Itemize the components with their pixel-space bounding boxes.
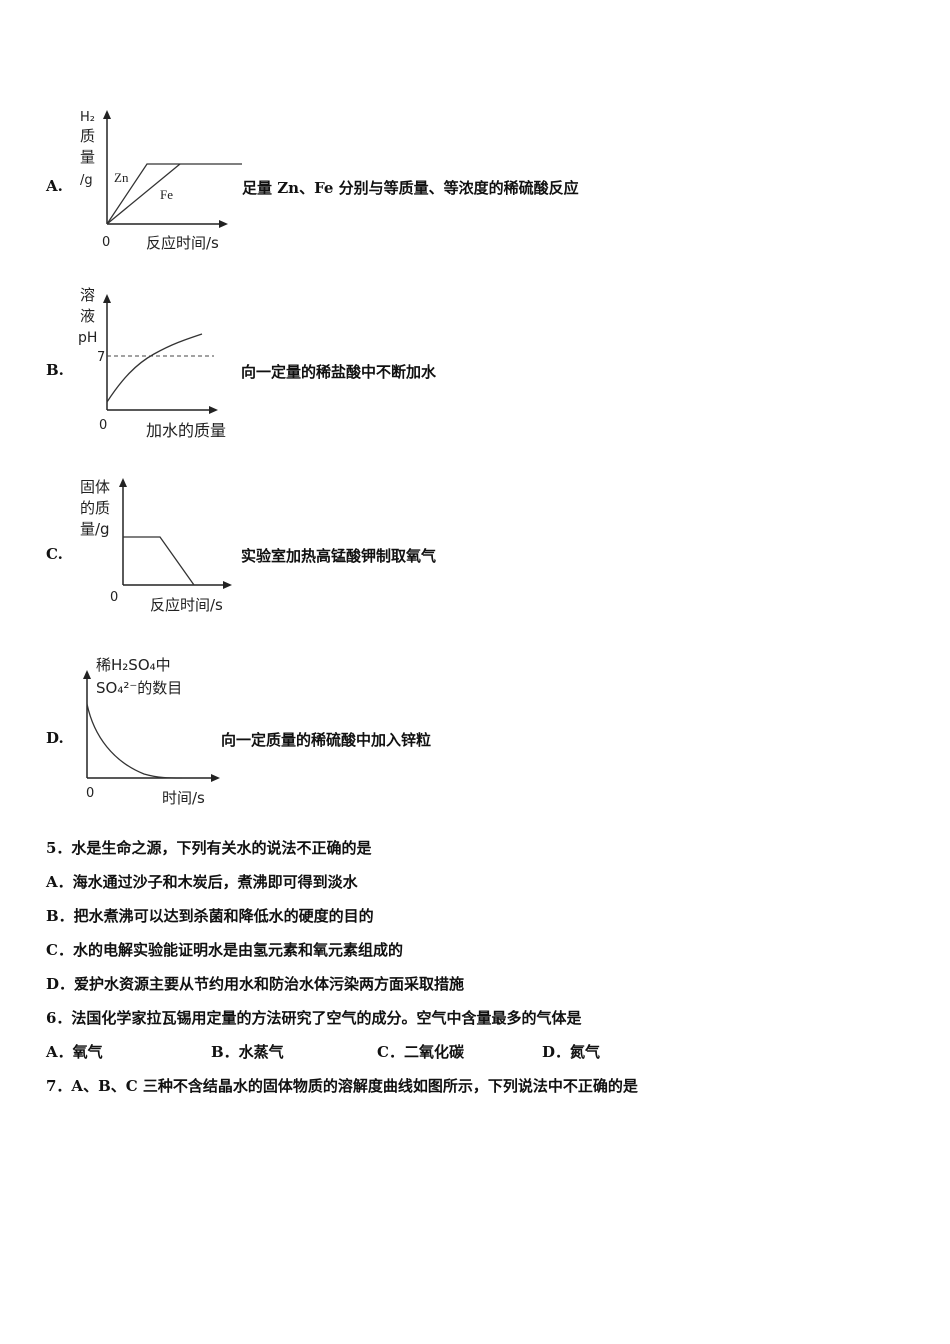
graph-a-zn-curve [106,163,242,225]
q6-stem: 6．法国化学家拉瓦锡用定量的方法研究了空气的成分。空气中含量最多的气体是 [46,1009,582,1027]
option-c-graph: 固体 的质 量/g 0 反应时间/s [80,478,232,614]
option-a-description: 足量 Zn、Fe 分别与等质量、等浓度的稀硫酸反应 [242,179,579,197]
graph-a-fe-curve [106,163,181,225]
graph-d-ylabel-2: SO₄²⁻的数目 [96,679,182,697]
option-c-letter: C. [46,545,63,563]
graph-b-xlabel: 加水的质量 [146,421,226,440]
graph-c-xlabel: 反应时间/s [150,596,223,614]
graph-c-y-arrow [119,478,127,487]
graph-c-origin: 0 [110,590,118,605]
graph-b-ref-tick: 7 [97,350,105,365]
graph-a-xlabel: 反应时间/s [146,234,219,252]
graph-a-zn-label: Zn [114,170,129,185]
graph-a-origin: 0 [102,235,110,250]
graph-b-ylabel-1: 溶 [80,286,95,304]
graph-b-origin: 0 [99,418,107,433]
q6-choice-b: B．水蒸气 [211,1043,284,1061]
graph-a-ylabel-2: 质 [80,127,95,145]
graph-a-ylabel-3: 量 [80,148,95,166]
graph-a-y-arrow [103,110,111,119]
graph-a-ylabel-4: /g [80,173,93,188]
graph-d-x-arrow [211,774,220,782]
q6-choice-c: C．二氧化碳 [377,1043,464,1061]
graph-b-y-arrow [103,294,111,303]
graph-a-ylabel-1: H₂ [80,110,95,125]
graph-b-ph-curve [106,333,203,403]
q5-choice-a: A．海水通过沙子和木炭后，煮沸即可得到淡水 [46,873,358,891]
option-a-graph: H₂ 质 量 /g Zn Fe 0 反应时间/s [80,110,242,252]
q6-choice-d: D．氮气 [542,1043,601,1061]
option-b-graph: 溶 液 pH 7 0 加水的质量 [78,286,226,440]
option-d-graph: 稀H₂SO₄中 SO₄²⁻的数目 0 时间/s [83,656,220,807]
graph-b-x-arrow [209,406,218,414]
q5-choice-b: B．把水煮沸可以达到杀菌和降低水的硬度的目的 [46,907,374,925]
q7-stem: 7．A、B、C 三种不含结晶水的固体物质的溶解度曲线如图所示，下列说法中不正确的… [46,1077,638,1095]
option-b-letter: B. [46,361,64,379]
option-c-description: 实验室加热高锰酸钾制取氧气 [241,547,437,565]
q6-choice-a: A．氧气 [46,1043,103,1061]
graph-c-mass-curve [123,536,195,586]
graph-a-x-arrow [219,220,228,228]
graph-d-y-arrow [83,670,91,679]
graph-a-fe-label: Fe [160,187,173,202]
graph-c-ylabel-3: 量/g [80,520,110,538]
graph-b-ylabel-2: 液 [80,307,95,325]
q5-choice-c: C．水的电解实验能证明水是由氢元素和氧元素组成的 [46,941,403,959]
q5-choice-d: D．爱护水资源主要从节约用水和防治水体污染两方面采取措施 [46,975,465,993]
option-a-letter: A. [46,177,63,195]
graph-d-origin: 0 [86,786,94,801]
graph-d-ylabel-1: 稀H₂SO₄中 [96,656,171,674]
graph-d-xlabel: 时间/s [162,789,205,807]
graph-c-ylabel-1: 固体 [80,478,110,496]
option-d-description: 向一定质量的稀硫酸中加入锌粒 [221,731,432,749]
graph-b-ylabel-3: pH [78,330,97,346]
graph-c-x-arrow [223,581,232,589]
q5-stem: 5．水是生命之源，下列有关水的说法不正确的是 [46,839,372,857]
option-d-letter: D. [46,729,64,747]
graph-c-ylabel-2: 的质 [80,499,110,517]
option-b-description: 向一定量的稀盐酸中不断加水 [241,363,437,381]
graph-d-count-curve [86,703,183,779]
